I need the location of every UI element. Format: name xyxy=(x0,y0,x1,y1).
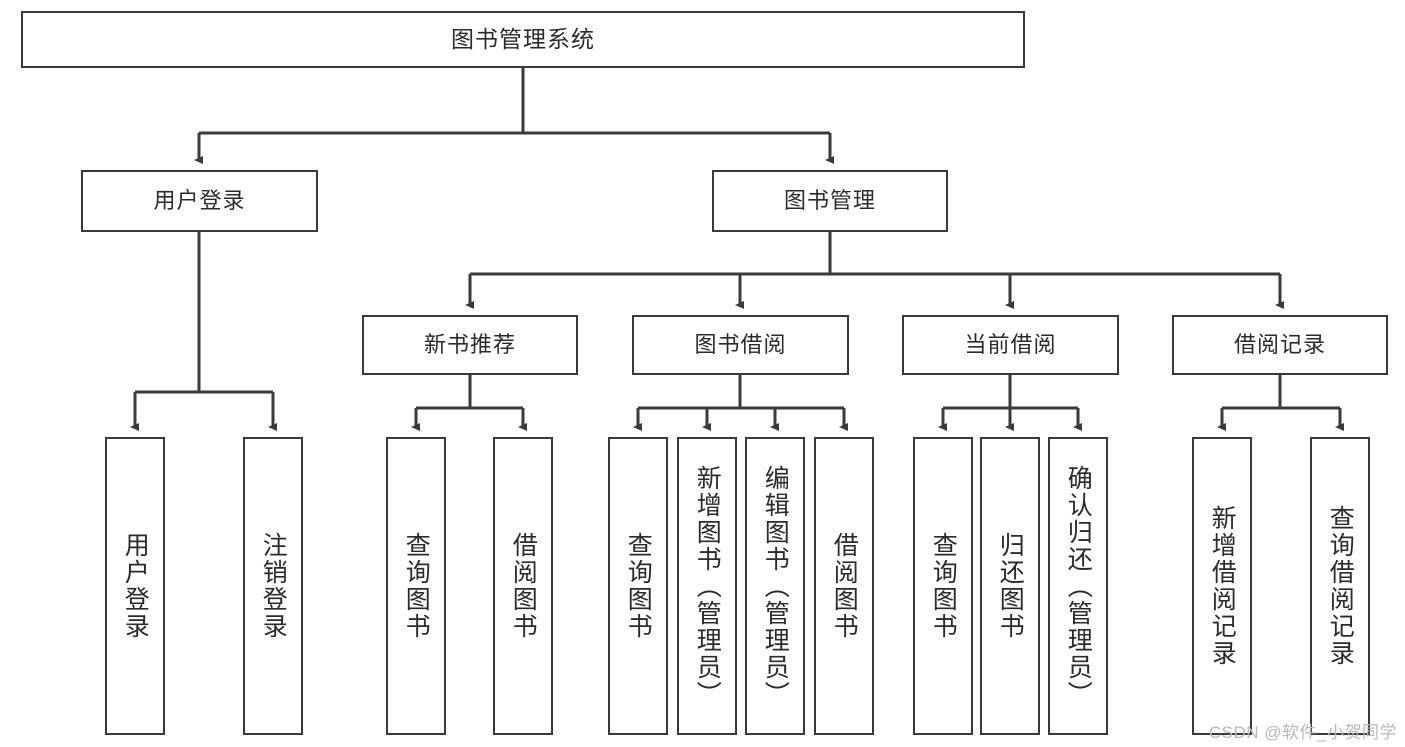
node-current-borrow-label: 当前借阅 xyxy=(964,332,1057,358)
node-leaf-add-book[interactable]: 新增图书（管理员） xyxy=(677,437,737,735)
node-leaf-query-book-2[interactable]: 查询图书 xyxy=(608,437,668,735)
node-book-borrow[interactable]: 图书借阅 xyxy=(632,315,849,375)
node-user-login-label: 用户登录 xyxy=(153,188,246,214)
node-leaf-user-login-label: 用户登录 xyxy=(121,532,150,640)
node-leaf-add-record[interactable]: 新增借阅记录 xyxy=(1192,437,1252,735)
node-leaf-add-record-label: 新增借阅记录 xyxy=(1208,505,1237,667)
node-leaf-query-book-3-label: 查询图书 xyxy=(929,532,958,640)
node-leaf-query-record[interactable]: 查询借阅记录 xyxy=(1310,437,1370,735)
node-leaf-query-book-2-label: 查询图书 xyxy=(624,532,653,640)
watermark: CSDN @软件_小贺同学 xyxy=(1208,723,1397,742)
node-leaf-return-book[interactable]: 归还图书 xyxy=(980,437,1040,735)
node-new-book-recommend[interactable]: 新书推荐 xyxy=(362,315,578,375)
node-new-book-recommend-label: 新书推荐 xyxy=(423,332,516,358)
node-leaf-borrow-book-2-label: 借阅图书 xyxy=(830,532,859,640)
node-leaf-query-book-1-label: 查询图书 xyxy=(402,532,431,640)
node-leaf-logout-login[interactable]: 注销登录 xyxy=(243,437,303,735)
node-leaf-borrow-book-1[interactable]: 借阅图书 xyxy=(493,437,553,735)
node-book-manage[interactable]: 图书管理 xyxy=(712,170,948,232)
node-leaf-edit-book[interactable]: 编辑图书（管理员） xyxy=(745,437,805,735)
node-borrow-record-label: 借阅记录 xyxy=(1233,332,1326,358)
node-leaf-query-book-1[interactable]: 查询图书 xyxy=(386,437,446,735)
node-leaf-add-book-label: 新增图书（管理员） xyxy=(693,464,722,708)
node-book-borrow-label: 图书借阅 xyxy=(694,332,787,358)
node-root[interactable]: 图书管理系统 xyxy=(21,11,1025,68)
node-leaf-logout-login-label: 注销登录 xyxy=(259,532,288,640)
node-borrow-record[interactable]: 借阅记录 xyxy=(1172,315,1388,375)
node-leaf-user-login[interactable]: 用户登录 xyxy=(105,437,165,735)
node-user-login[interactable]: 用户登录 xyxy=(81,170,318,232)
node-leaf-confirm-return-label: 确认归还（管理员） xyxy=(1064,464,1093,708)
node-leaf-borrow-book-2[interactable]: 借阅图书 xyxy=(814,437,874,735)
node-leaf-borrow-book-1-label: 借阅图书 xyxy=(509,532,538,640)
node-leaf-edit-book-label: 编辑图书（管理员） xyxy=(761,464,790,708)
node-leaf-return-book-label: 归还图书 xyxy=(996,532,1025,640)
node-leaf-query-record-label: 查询借阅记录 xyxy=(1326,505,1355,667)
node-leaf-query-book-3[interactable]: 查询图书 xyxy=(913,437,973,735)
node-book-manage-label: 图书管理 xyxy=(783,188,876,214)
node-leaf-confirm-return[interactable]: 确认归还（管理员） xyxy=(1048,437,1108,735)
node-current-borrow[interactable]: 当前借阅 xyxy=(902,315,1119,375)
node-root-label: 图书管理系统 xyxy=(451,26,595,53)
